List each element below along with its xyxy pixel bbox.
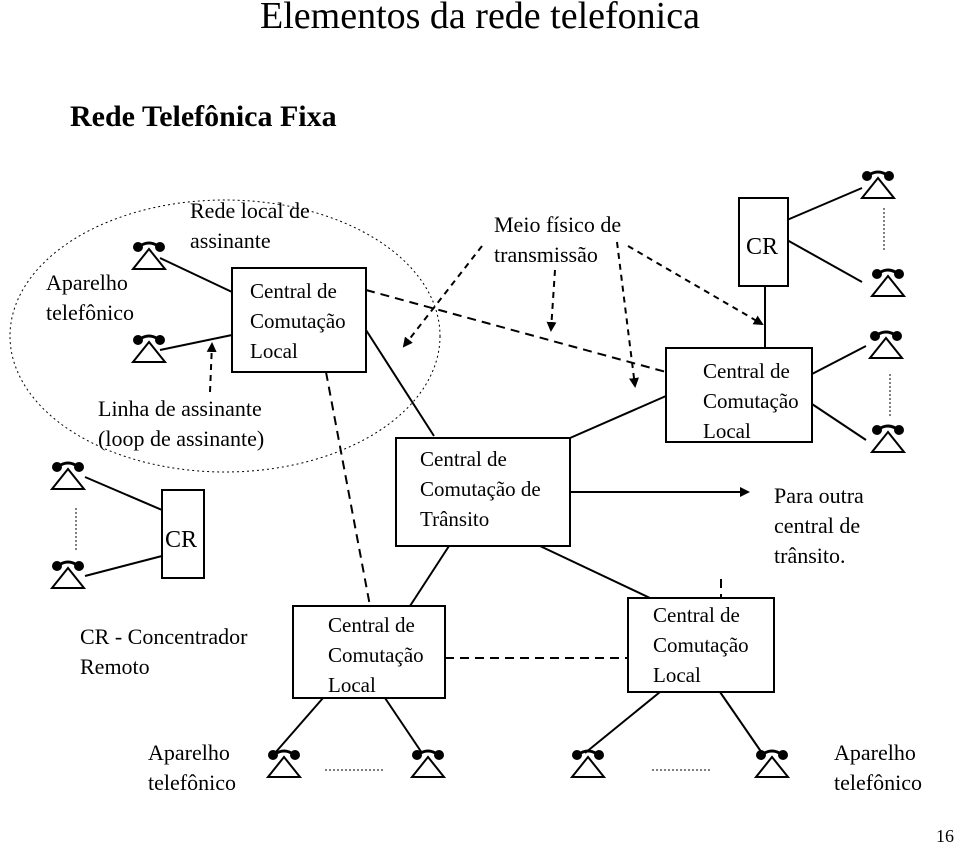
- box-line: Central de: [250, 279, 337, 303]
- telephone-icon: [870, 267, 906, 298]
- box-central-local-bottom-left: Central de Comutação Local: [328, 610, 424, 700]
- telephone-icon: [860, 169, 896, 200]
- telephone-icon: [50, 460, 86, 491]
- telephone-icon: [754, 748, 790, 779]
- telephone-icon: [868, 329, 904, 360]
- label-line: (loop de assinante): [98, 426, 265, 451]
- box-central-local-bottom-right: Central de Comutação Local: [653, 600, 749, 690]
- box-line: Comutação: [703, 389, 799, 413]
- telephone-icon: [570, 748, 606, 779]
- label-aparelho-bottom-right: Aparelho telefônico: [834, 738, 922, 798]
- page-title: Elementos da rede telefonica: [260, 0, 700, 37]
- label-linha-assinante: Linha de assinante (loop de assinante): [98, 394, 264, 454]
- label-line: CR - Concentrador: [80, 624, 248, 649]
- label-line: telefônico: [148, 770, 236, 795]
- label-aparelho-top-left: Aparelho telefônico: [46, 268, 134, 328]
- label-line: transmissão: [494, 242, 598, 267]
- telephone-icon: [50, 559, 86, 590]
- box-line: Central de: [420, 447, 507, 471]
- solid-links: [84, 187, 867, 754]
- box-line: Comutação: [328, 643, 424, 667]
- label-line: telefônico: [834, 770, 922, 795]
- box-line: Comutação: [250, 309, 346, 333]
- page-number: 16: [936, 826, 954, 846]
- label-line: assinante: [190, 228, 271, 253]
- telephone-icon: [266, 748, 302, 779]
- box-line: Comutação de: [420, 477, 541, 501]
- dashed-links: [325, 289, 722, 659]
- label-line: Para outra: [774, 483, 864, 508]
- box-line: Comutação: [653, 633, 749, 657]
- box-line: Local: [328, 673, 376, 697]
- box-cr-right: CR: [746, 234, 779, 260]
- label-line: Aparelho: [46, 270, 128, 295]
- section-subtitle: Rede Telefônica Fixa: [70, 100, 337, 133]
- box-line: Local: [703, 419, 751, 443]
- label-line: Remoto: [80, 654, 150, 679]
- arrow-icon: [206, 241, 764, 393]
- label-rede-local: Rede local de assinante: [190, 196, 310, 256]
- box-line: Local: [653, 663, 701, 687]
- label-line: Linha de assinante: [98, 396, 262, 421]
- label-line: central de: [774, 513, 861, 538]
- label-line: trânsito.: [774, 543, 846, 568]
- boxes: [161, 197, 813, 699]
- box-cr-left: CR: [165, 527, 198, 553]
- telephone-icon: [131, 240, 167, 271]
- label-meio-fisico: Meio físico de transmissão: [494, 210, 621, 270]
- box-line: Central de: [703, 359, 790, 383]
- box-central-local-top: Central de Comutação Local: [250, 276, 346, 366]
- local-network-boundary: [9, 199, 441, 473]
- label-line: Rede local de: [190, 198, 310, 223]
- label-aparelho-bottom-left: Aparelho telefônico: [148, 738, 236, 798]
- label-cr-definition: CR - Concentrador Remoto: [80, 622, 247, 682]
- telephone-icon: [131, 333, 167, 364]
- box-line: Central de: [653, 603, 740, 627]
- label-line: Aparelho: [148, 740, 230, 765]
- label-line: telefônico: [46, 300, 134, 325]
- box-line: Central de: [328, 613, 415, 637]
- box-line: Local: [250, 339, 298, 363]
- dotted-links: [75, 208, 891, 771]
- box-line: Trânsito: [420, 507, 490, 531]
- box-central-transito: Central de Comutação de Trânsito: [420, 444, 541, 534]
- label-para-outra-central: Para outra central de trânsito.: [774, 481, 864, 571]
- telephone-icon: [410, 748, 446, 779]
- label-line: Meio físico de: [494, 212, 622, 237]
- telephone-icon: [870, 423, 906, 454]
- box-central-local-right: Central de Comutação Local: [703, 356, 799, 446]
- label-line: Aparelho: [834, 740, 916, 765]
